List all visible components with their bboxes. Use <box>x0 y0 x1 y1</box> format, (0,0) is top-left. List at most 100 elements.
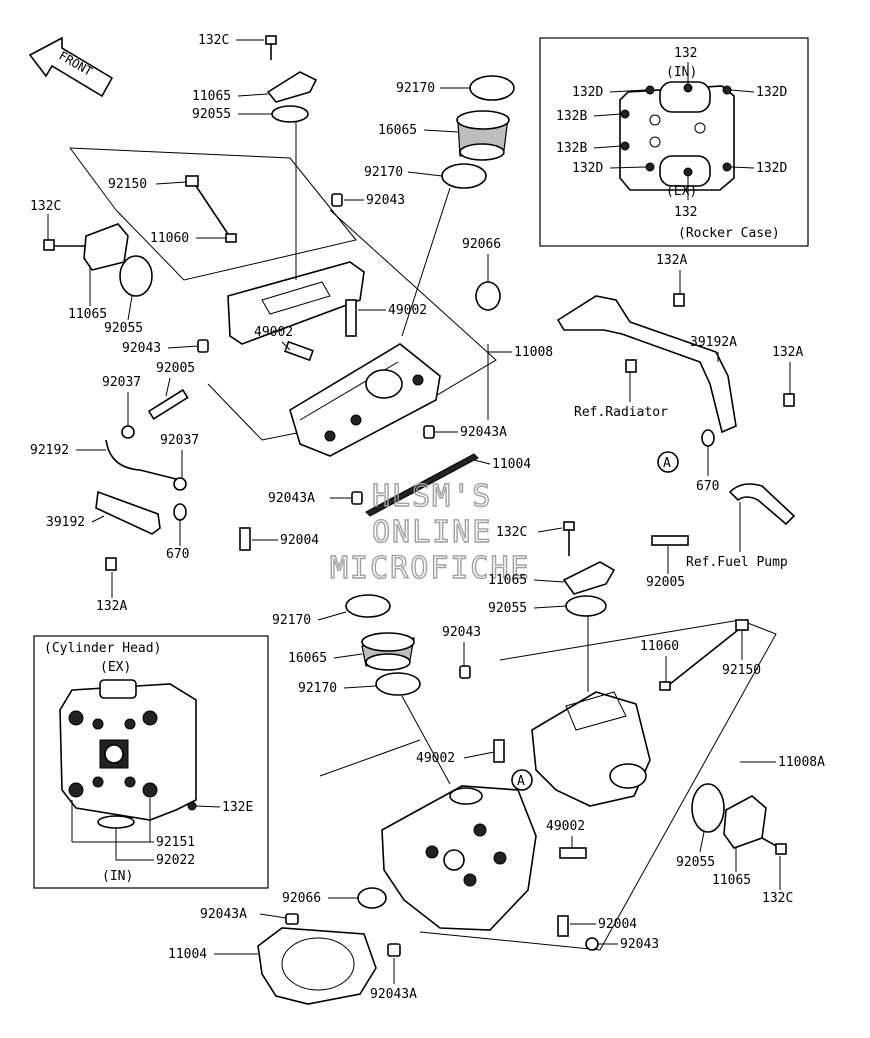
label-92170-lower-b: 92170 <box>298 681 337 696</box>
ref-fuel-pump-label: Ref.Fuel Pump <box>686 555 788 570</box>
watermark-line-1: HLSM'S <box>372 479 492 514</box>
label-92037-top: 92037 <box>102 375 141 390</box>
label-39192a: 39192A <box>690 335 737 350</box>
label-132a-right: 132A <box>772 345 803 360</box>
label-39192: 39192 <box>46 515 85 530</box>
label-92170-top: 92170 <box>396 81 435 96</box>
label-92043a-lower-left: 92043A <box>200 907 247 922</box>
label-92037-bottom: 92037 <box>160 433 199 448</box>
pipe-92005-right <box>651 535 689 546</box>
cylinder-head-inset-frame <box>33 635 269 889</box>
label-49002-top: 49002 <box>388 303 427 318</box>
label-92150-bottom: 92150 <box>722 663 761 678</box>
bolt-132c-top <box>265 35 277 60</box>
bolt-132c-center <box>563 521 575 556</box>
washer-11060-bottom <box>659 681 671 691</box>
dowel-92043a-d <box>387 943 401 957</box>
bolt-132c-right <box>761 837 787 855</box>
gasket-92055-top <box>271 105 309 123</box>
label-92004-rear: 92004 <box>280 533 319 548</box>
label-11065-right: 11065 <box>712 873 751 888</box>
label-92043a-mid: 92043A <box>268 491 315 506</box>
label-92055-center: 92055 <box>488 601 527 616</box>
rear-cylinder-head-11008 <box>289 343 441 457</box>
gasket-11004-front <box>257 927 377 1005</box>
label-16065-bottom: 16065 <box>288 651 327 666</box>
label-11004-rear: 11004 <box>492 457 531 472</box>
pipe-39192a <box>556 295 737 434</box>
label-92043-lower-right: 92043 <box>620 937 659 952</box>
label-670-right: 670 <box>696 479 719 494</box>
label-132c-left: 132C <box>30 199 61 214</box>
clamp-92170-c <box>345 594 391 618</box>
bolt-ref-radiator <box>625 359 637 373</box>
label-92192: 92192 <box>30 443 69 458</box>
front-cylinder-head <box>381 785 537 931</box>
label-11008: 11008 <box>514 345 553 360</box>
clamp-92170-a <box>469 75 515 101</box>
valve-49002-a <box>345 299 357 337</box>
gasket-92055-right <box>691 783 725 833</box>
stud-92004-rear <box>239 527 251 551</box>
plate-11065-top <box>266 71 318 103</box>
label-670-left: 670 <box>166 547 189 562</box>
rear-rocker-cover <box>227 261 365 345</box>
label-132c-top: 132C <box>198 33 229 48</box>
rocker-label-132d-rl: 132D <box>756 161 787 176</box>
label-132c-center: 132C <box>496 525 527 540</box>
dowel-92043-b <box>197 339 209 353</box>
watermark-line-2: ONLINE <box>372 515 492 550</box>
rocker-case-inset-frame <box>539 37 809 247</box>
cyl-inset-label-92022: 92022 <box>156 853 195 868</box>
label-92043-top: 92043 <box>366 193 405 208</box>
label-92150-top: 92150 <box>108 177 147 192</box>
washer-11060-top <box>225 233 237 243</box>
cylinder-head-in-label: (IN) <box>102 869 133 884</box>
dowel-92043a-c <box>285 913 299 925</box>
cylinder-head-ex-label: (EX) <box>100 660 131 675</box>
label-92043a-bottom: 92043A <box>370 987 417 1002</box>
plate-11065-left <box>83 223 129 271</box>
pipe-39192 <box>95 490 161 535</box>
rocker-label-132-bottom: 132 <box>674 205 697 220</box>
label-92055-right: 92055 <box>676 855 715 870</box>
label-92005-right: 92005 <box>646 575 685 590</box>
gasket-11004-rear <box>365 453 479 517</box>
clamp-92170-d <box>375 672 421 696</box>
front-assembly-lines <box>319 619 777 951</box>
marker-a-top-label: A <box>663 456 671 471</box>
label-11065-top: 11065 <box>192 89 231 104</box>
front-rocker-cover <box>531 691 651 807</box>
clamp-92037-b <box>173 477 187 491</box>
stud-92004-front <box>557 915 569 937</box>
label-11065-center: 11065 <box>488 573 527 588</box>
label-11060-bottom: 11060 <box>640 639 679 654</box>
label-92066-top: 92066 <box>462 237 501 252</box>
holder-16065-bottom <box>361 632 415 671</box>
label-11004-front: 11004 <box>168 947 207 962</box>
dowel-92043a-b <box>351 491 363 505</box>
valve-49002-c <box>493 739 505 763</box>
label-49002-right: 49002 <box>546 819 585 834</box>
plug-92066-bottom <box>357 887 387 909</box>
label-92004-front: 92004 <box>598 917 637 932</box>
plate-11065-center <box>562 561 616 595</box>
label-92055-top: 92055 <box>192 107 231 122</box>
oring-670-right <box>701 429 715 447</box>
marker-a-bottom <box>511 769 533 791</box>
rocker-label-132b-2: 132B <box>556 141 587 156</box>
valve-49002-b <box>284 340 314 362</box>
dowel-92043a-a <box>423 425 435 439</box>
rocker-label-132-top: 132 <box>674 46 697 61</box>
rocker-label-132d-ll: 132D <box>572 161 603 176</box>
plate-11065-right <box>723 795 767 849</box>
watermark-line-3: MICROFICHE <box>330 551 531 586</box>
rocker-in-label: (IN) <box>666 65 697 80</box>
oring-670-left <box>173 503 187 521</box>
ref-radiator-label: Ref.Radiator <box>574 405 668 420</box>
label-92005-rear: 92005 <box>156 361 195 376</box>
label-132c-right: 132C <box>762 891 793 906</box>
label-49002-left: 49002 <box>254 325 293 340</box>
label-11008a: 11008A <box>778 755 825 770</box>
